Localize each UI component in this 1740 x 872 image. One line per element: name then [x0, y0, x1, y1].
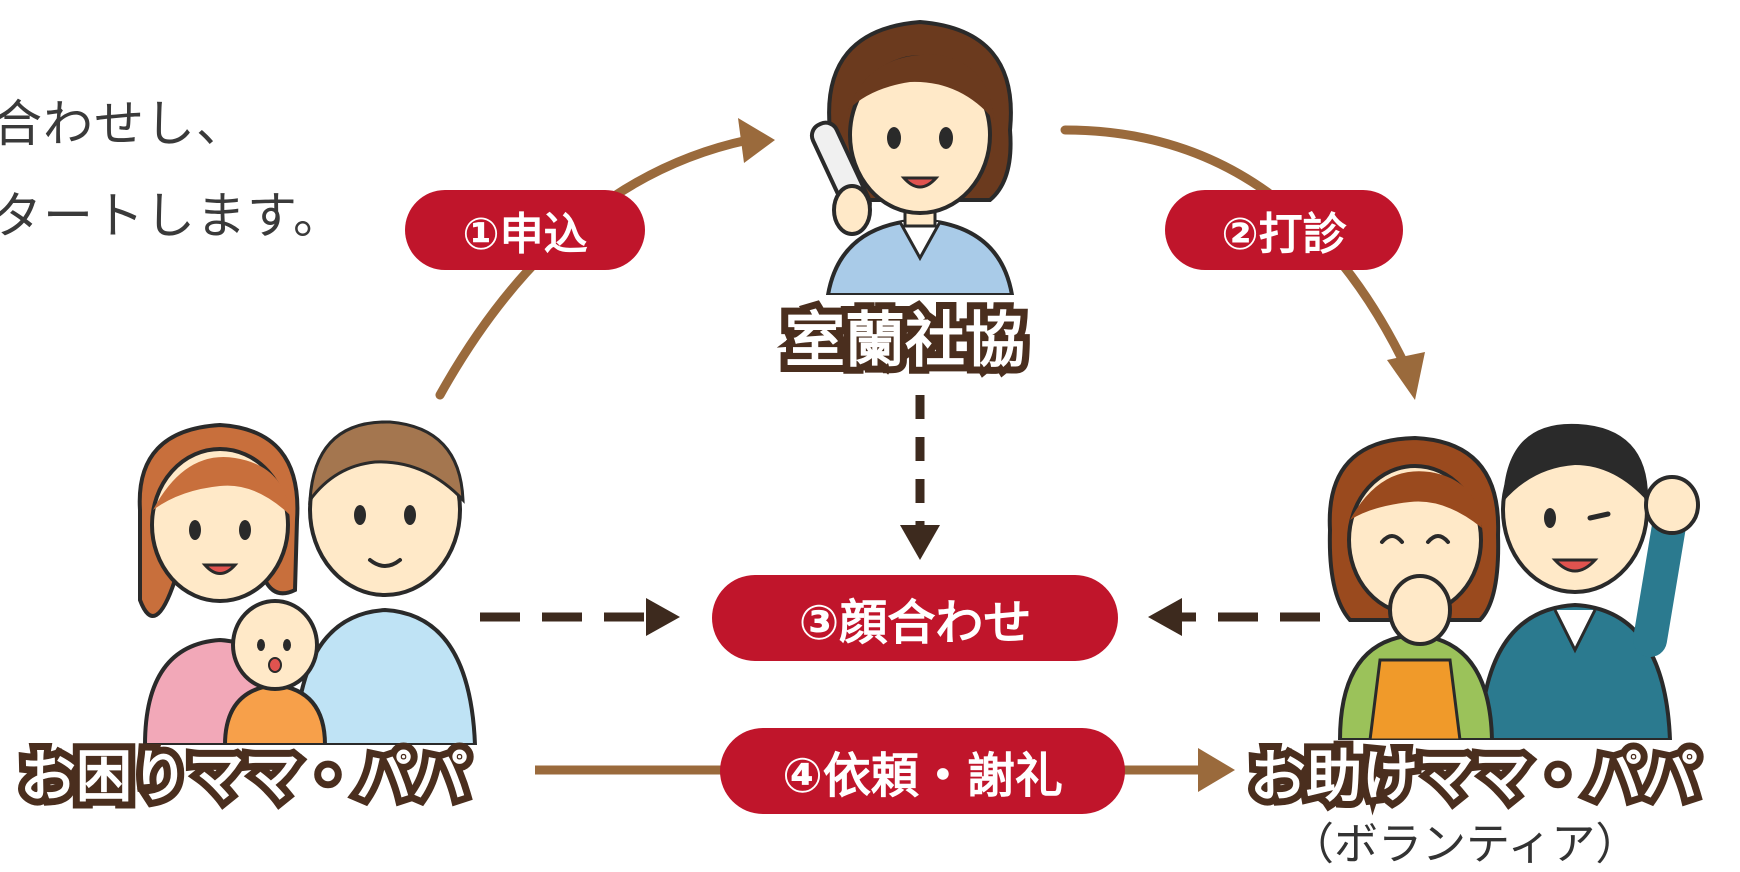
helper-volunteers-illustration	[1327, 423, 1700, 740]
arrow-apply-head	[738, 118, 775, 163]
right-node-sublabel: （ボランティア）	[1290, 819, 1640, 870]
arrow-sound-out	[1060, 125, 1410, 370]
intro-line-1: 合わせし、	[0, 95, 247, 153]
step-sound-out-label: ②打診	[1221, 209, 1347, 260]
step-request-label: ④依頼・謝礼	[782, 748, 1063, 804]
arrow-left-to-meet-head	[646, 598, 680, 636]
arrow-request-head	[1198, 748, 1235, 792]
arrow-center-down-head	[900, 525, 940, 560]
step-meet-badge: ③顔合わせ	[712, 575, 1118, 661]
right-node-label: お助けママ・パパ	[1243, 738, 1705, 817]
step-apply-label: ①申込	[462, 209, 588, 260]
center-node-label: 室蘭社協	[778, 299, 1032, 383]
left-node-label: お困りママ・パパ	[13, 738, 475, 817]
arrow-sound-out-head	[1387, 352, 1425, 400]
step-request-badge: ④依頼・謝礼	[720, 728, 1125, 814]
step-meet-label: ③顔合わせ	[798, 595, 1032, 651]
step-apply-badge: ①申込	[405, 190, 645, 270]
step-sound-out-badge: ②打診	[1165, 190, 1403, 270]
coordinator-illustration	[809, 19, 1015, 295]
intro-text: 合わせし、 タートします。	[0, 78, 344, 262]
family-in-need-illustration	[137, 420, 478, 745]
intro-line-2: タートします。	[0, 187, 344, 245]
arrow-right-to-meet-head	[1148, 598, 1182, 636]
